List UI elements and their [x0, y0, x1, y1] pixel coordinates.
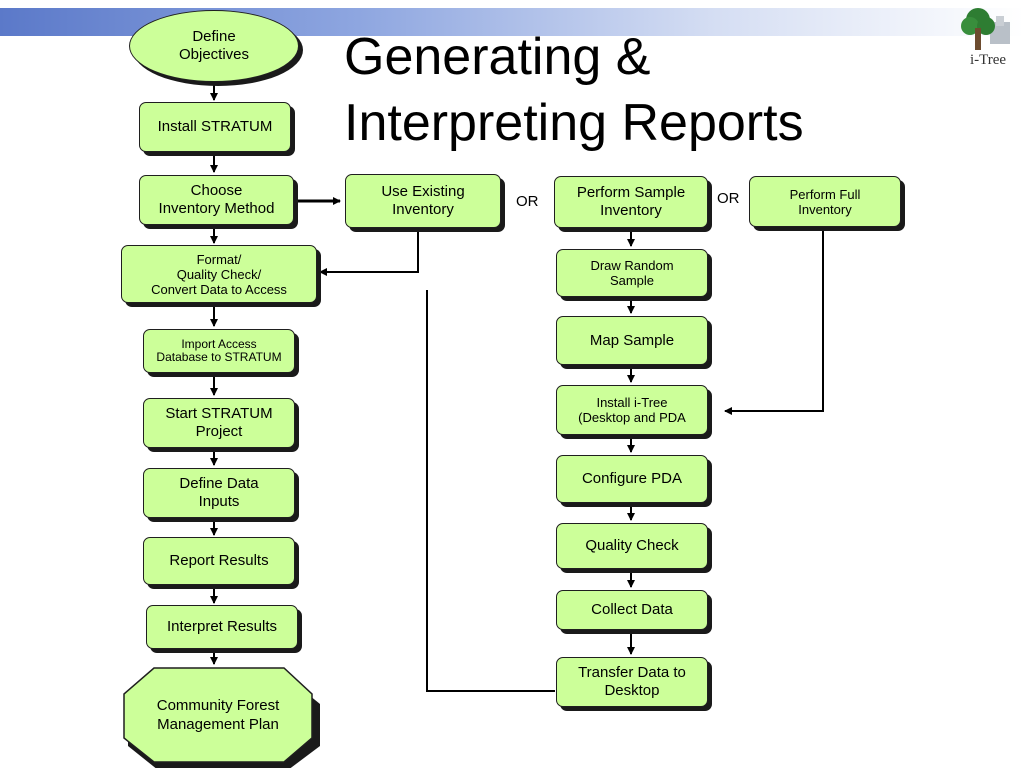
step-map-sample: Map Sample [556, 316, 708, 365]
step-collect-data: Collect Data [556, 590, 708, 630]
step-configure-pda: Configure PDA [556, 455, 708, 503]
step-define-data-inputs: Define Data Inputs [143, 468, 295, 518]
or-label-1: OR [516, 193, 539, 210]
step-use-existing-inventory: Use Existing Inventory [345, 174, 501, 228]
step-choose-inventory-method: Choose Inventory Method [139, 175, 294, 225]
step-define-objectives: Define Objectives [129, 10, 299, 82]
itree-logo: i-Tree [956, 4, 1020, 70]
step-transfer-data: Transfer Data to Desktop [556, 657, 708, 707]
step-format-quality-convert: Format/ Quality Check/ Convert Data to A… [121, 245, 317, 303]
slide-title: Generating & Interpreting Reports [344, 24, 804, 156]
logo-text: i-Tree [969, 52, 1007, 68]
step-install-stratum: Install STRATUM [139, 102, 291, 152]
step-quality-check: Quality Check [556, 523, 708, 569]
step-community-forest-plan: Community Forest Management Plan [156, 697, 280, 733]
step-import-access: Import Access Database to STRATUM [143, 329, 295, 373]
step-perform-full-inventory: Perform Full Inventory [749, 176, 901, 227]
step-report-results: Report Results [143, 537, 295, 585]
title-line-1: Generating & [344, 28, 651, 86]
octagon-shape [123, 667, 313, 763]
connector-full-to-install-itree [724, 230, 824, 415]
connector-transfer-to-left [426, 290, 555, 692]
step-start-stratum-project: Start STRATUM Project [143, 398, 295, 448]
connector-use-existing-to-format [319, 230, 419, 276]
tree-icon [961, 8, 1010, 50]
or-label-2: OR [717, 190, 740, 207]
step-install-itree: Install i-Tree (Desktop and PDA [556, 385, 708, 435]
step-draw-random-sample: Draw Random Sample [556, 249, 708, 297]
title-line-2: Interpreting Reports [344, 94, 804, 152]
step-interpret-results: Interpret Results [146, 605, 298, 649]
step-perform-sample-inventory: Perform Sample Inventory [554, 176, 708, 228]
